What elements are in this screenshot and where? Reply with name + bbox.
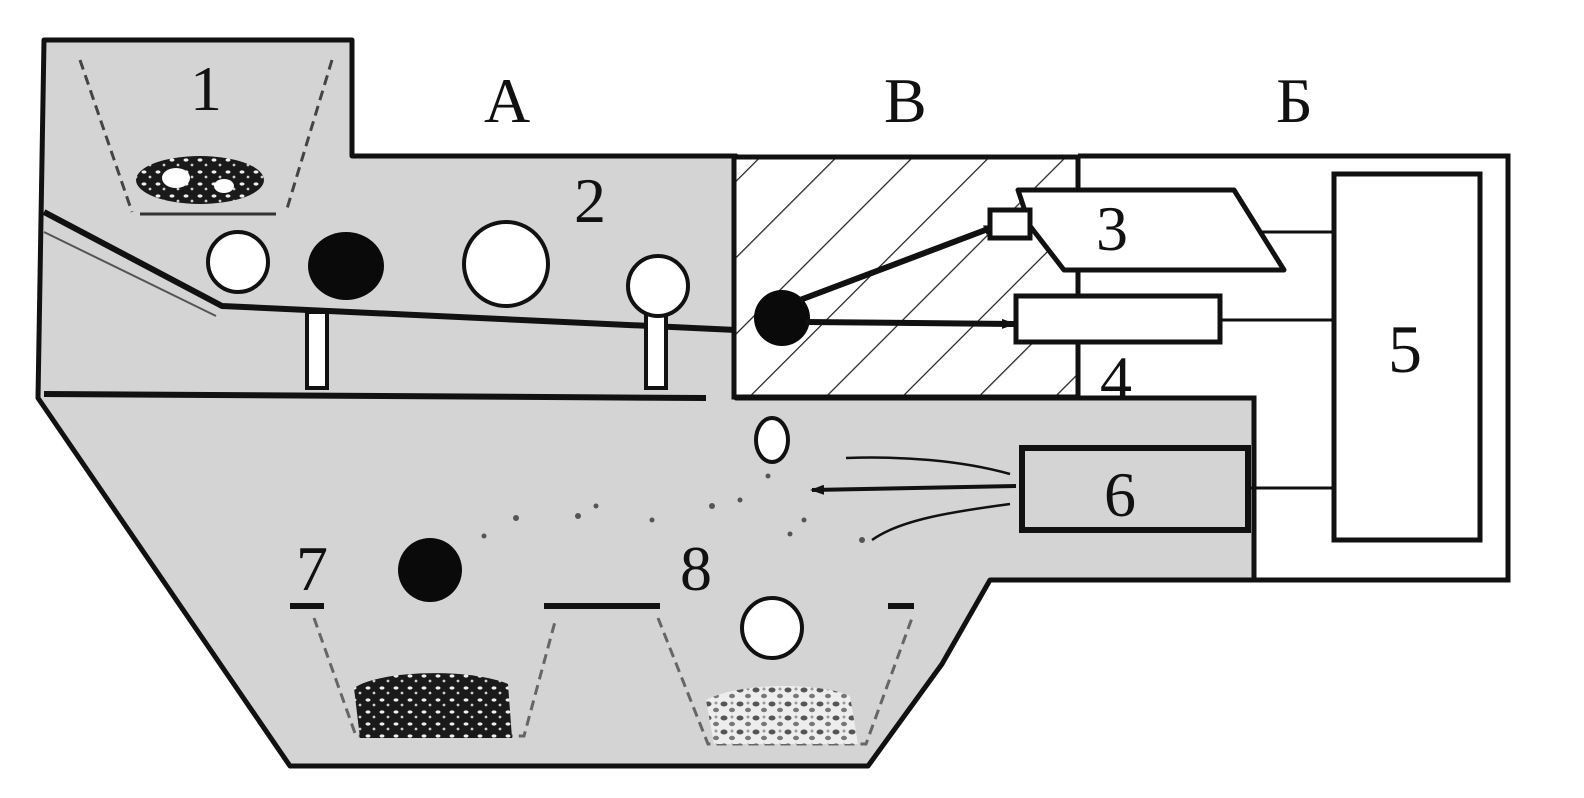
label-2: 2 [574, 165, 606, 236]
light-particle [206, 230, 270, 294]
label-1: 1 [190, 53, 222, 124]
sensor-4-icon [1013, 293, 1223, 345]
label-7: 7 [296, 533, 328, 604]
dark-particle [754, 290, 810, 346]
light-particle [626, 254, 690, 318]
air-jet [871, 502, 1011, 542]
air-jet [810, 484, 1017, 495]
label-8: 8 [680, 533, 712, 604]
bin-7-icon [290, 603, 660, 738]
controller-box-icon [1331, 171, 1483, 543]
label-zone-a: А [484, 65, 530, 136]
air-particles [481, 473, 865, 543]
label-6: 6 [1104, 459, 1136, 530]
air-ejector-icon [1019, 445, 1251, 533]
dark-particle [308, 232, 384, 300]
label-5: 5 [1388, 311, 1422, 387]
feed-hopper-icon [78, 59, 334, 216]
dark-particle [398, 538, 462, 602]
label-zone-v: В [884, 65, 927, 136]
label-3: 3 [1096, 193, 1128, 264]
detection-ray [798, 223, 998, 303]
camera-sensor-icon [987, 187, 1287, 273]
label-zone-b: Б [1276, 65, 1313, 136]
conveyor-icon [42, 209, 737, 401]
label-4: 4 [1100, 343, 1132, 414]
light-particle [462, 220, 550, 308]
machine-body [35, 37, 1257, 769]
light-particle [754, 416, 790, 464]
light-particle [740, 596, 804, 660]
bin-8-icon [656, 603, 914, 746]
detection-ray [805, 318, 1016, 329]
air-jet [845, 456, 1011, 476]
